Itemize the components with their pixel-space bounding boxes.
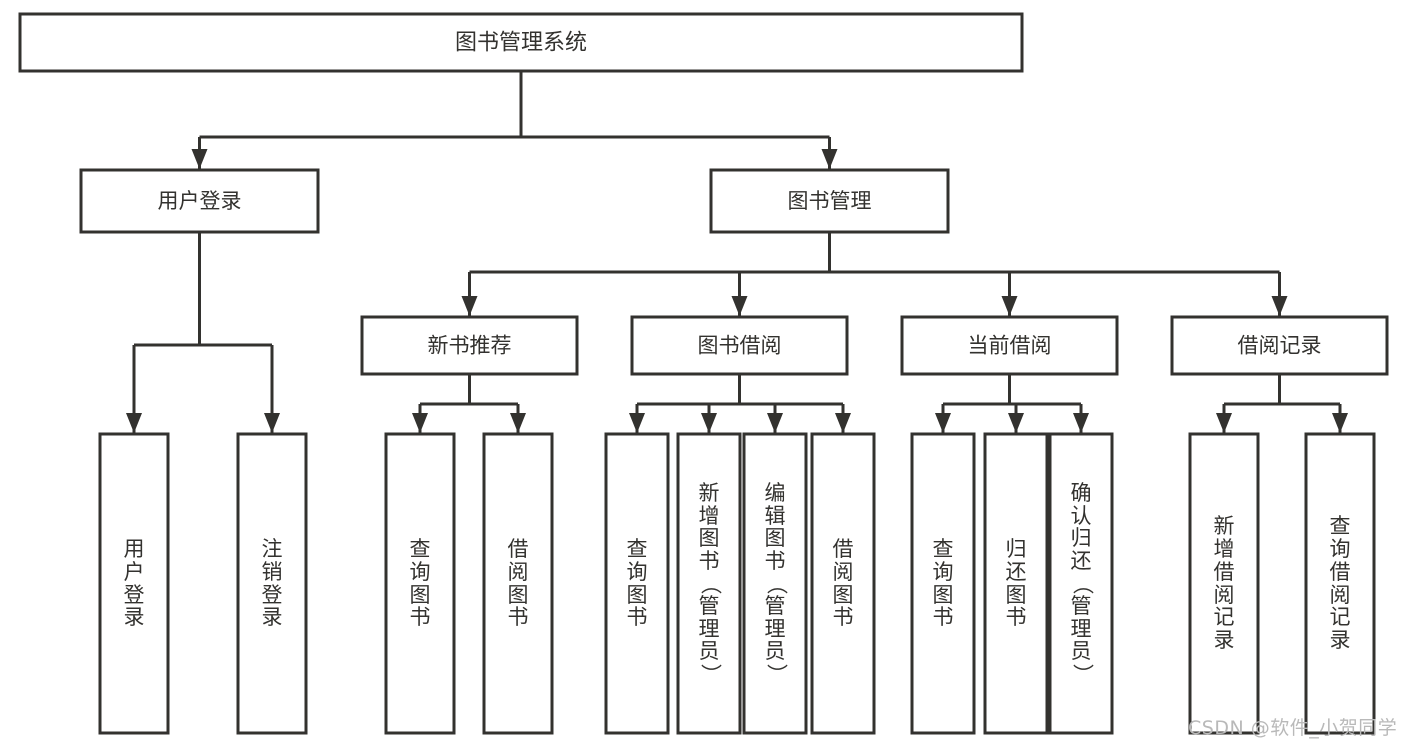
node-leaf-4[interactable]	[604, 432, 670, 735]
watermark-text: CSDN @软件_小贺同学	[1188, 717, 1398, 739]
arrow-head-icon	[835, 413, 851, 433]
node-leaf-5[interactable]	[676, 432, 742, 735]
node-leaf-6[interactable]	[742, 432, 808, 735]
arrow-head-icon	[1332, 413, 1348, 433]
node-leaf-1[interactable]	[236, 432, 308, 735]
node-leaf-8-rect[interactable]	[910, 432, 976, 735]
arrow-head-icon	[935, 413, 951, 433]
arrow-head-icon	[191, 149, 208, 169]
node-leaf-4-rect[interactable]	[604, 432, 670, 735]
node-level3-1[interactable]: 图书借阅	[630, 315, 849, 376]
arrow-head-icon	[1001, 296, 1018, 316]
node-leaf-10-rect[interactable]	[1048, 432, 1114, 735]
node-leaf-0-rect[interactable]	[98, 432, 170, 735]
node-level3-2[interactable]: 当前借阅	[900, 315, 1119, 376]
node-level3-3-label: 借阅记录	[1238, 334, 1322, 358]
node-leaf-2-rect[interactable]	[384, 432, 456, 735]
node-leaf-12[interactable]	[1304, 432, 1376, 735]
arrow-head-icon	[767, 413, 783, 433]
node-level3-1-rect[interactable]	[630, 315, 849, 376]
arrow-head-icon	[821, 149, 838, 169]
node-leaf-1-rect[interactable]	[236, 432, 308, 735]
node-level3-3[interactable]: 借阅记录	[1170, 315, 1389, 376]
arrow-head-icon	[510, 413, 526, 433]
arrow-head-icon	[1216, 413, 1232, 433]
node-leaf-9-rect[interactable]	[983, 432, 1049, 735]
node-level2-0[interactable]: 用户登录	[79, 168, 320, 234]
node-leaf-7[interactable]	[810, 432, 876, 735]
arrow-head-icon	[461, 296, 478, 316]
arrow-head-icon	[1271, 296, 1288, 316]
node-level3-3-rect[interactable]	[1170, 315, 1389, 376]
node-level2-1-label: 图书管理	[788, 189, 872, 213]
node-leaf-3[interactable]	[482, 432, 554, 735]
node-level3-0[interactable]: 新书推荐	[360, 315, 579, 376]
node-leaf-9[interactable]	[983, 432, 1049, 735]
node-level2-0-rect[interactable]	[79, 168, 320, 234]
node-level3-1-label: 图书借阅	[698, 334, 782, 358]
node-level3-0-rect[interactable]	[360, 315, 579, 376]
node-leaf-12-rect[interactable]	[1304, 432, 1376, 735]
node-level3-2-label: 当前借阅	[968, 334, 1052, 358]
node-level3-0-label: 新书推荐	[428, 334, 512, 358]
arrow-head-icon	[731, 296, 748, 316]
arrow-head-icon	[701, 413, 717, 433]
node-level3-2-rect[interactable]	[900, 315, 1119, 376]
node-root-system-rect[interactable]	[18, 12, 1024, 73]
arrow-head-icon	[412, 413, 428, 433]
node-leaf-0[interactable]	[98, 432, 170, 735]
node-leaf-5-rect[interactable]	[676, 432, 742, 735]
connectors-layer	[126, 71, 1348, 433]
node-leaf-10[interactable]	[1048, 432, 1114, 735]
node-level2-0-label: 用户登录	[158, 189, 242, 213]
arrow-head-icon	[126, 413, 142, 433]
arrow-head-icon	[1008, 413, 1024, 433]
node-level2-1-rect[interactable]	[709, 168, 950, 234]
arrow-head-icon	[264, 413, 280, 433]
node-leaf-11[interactable]	[1188, 432, 1260, 735]
node-leaf-3-rect[interactable]	[482, 432, 554, 735]
node-root-system-label: 图书管理系统	[455, 31, 587, 56]
node-leaf-11-rect[interactable]	[1188, 432, 1260, 735]
node-level2-1[interactable]: 图书管理	[709, 168, 950, 234]
node-leaf-6-rect[interactable]	[742, 432, 808, 735]
node-root-system[interactable]: 图书管理系统	[18, 12, 1024, 73]
node-leaf-2[interactable]	[384, 432, 456, 735]
arrow-head-icon	[629, 413, 645, 433]
node-leaf-7-rect[interactable]	[810, 432, 876, 735]
arrow-head-icon	[1073, 413, 1089, 433]
node-leaf-8[interactable]	[910, 432, 976, 735]
